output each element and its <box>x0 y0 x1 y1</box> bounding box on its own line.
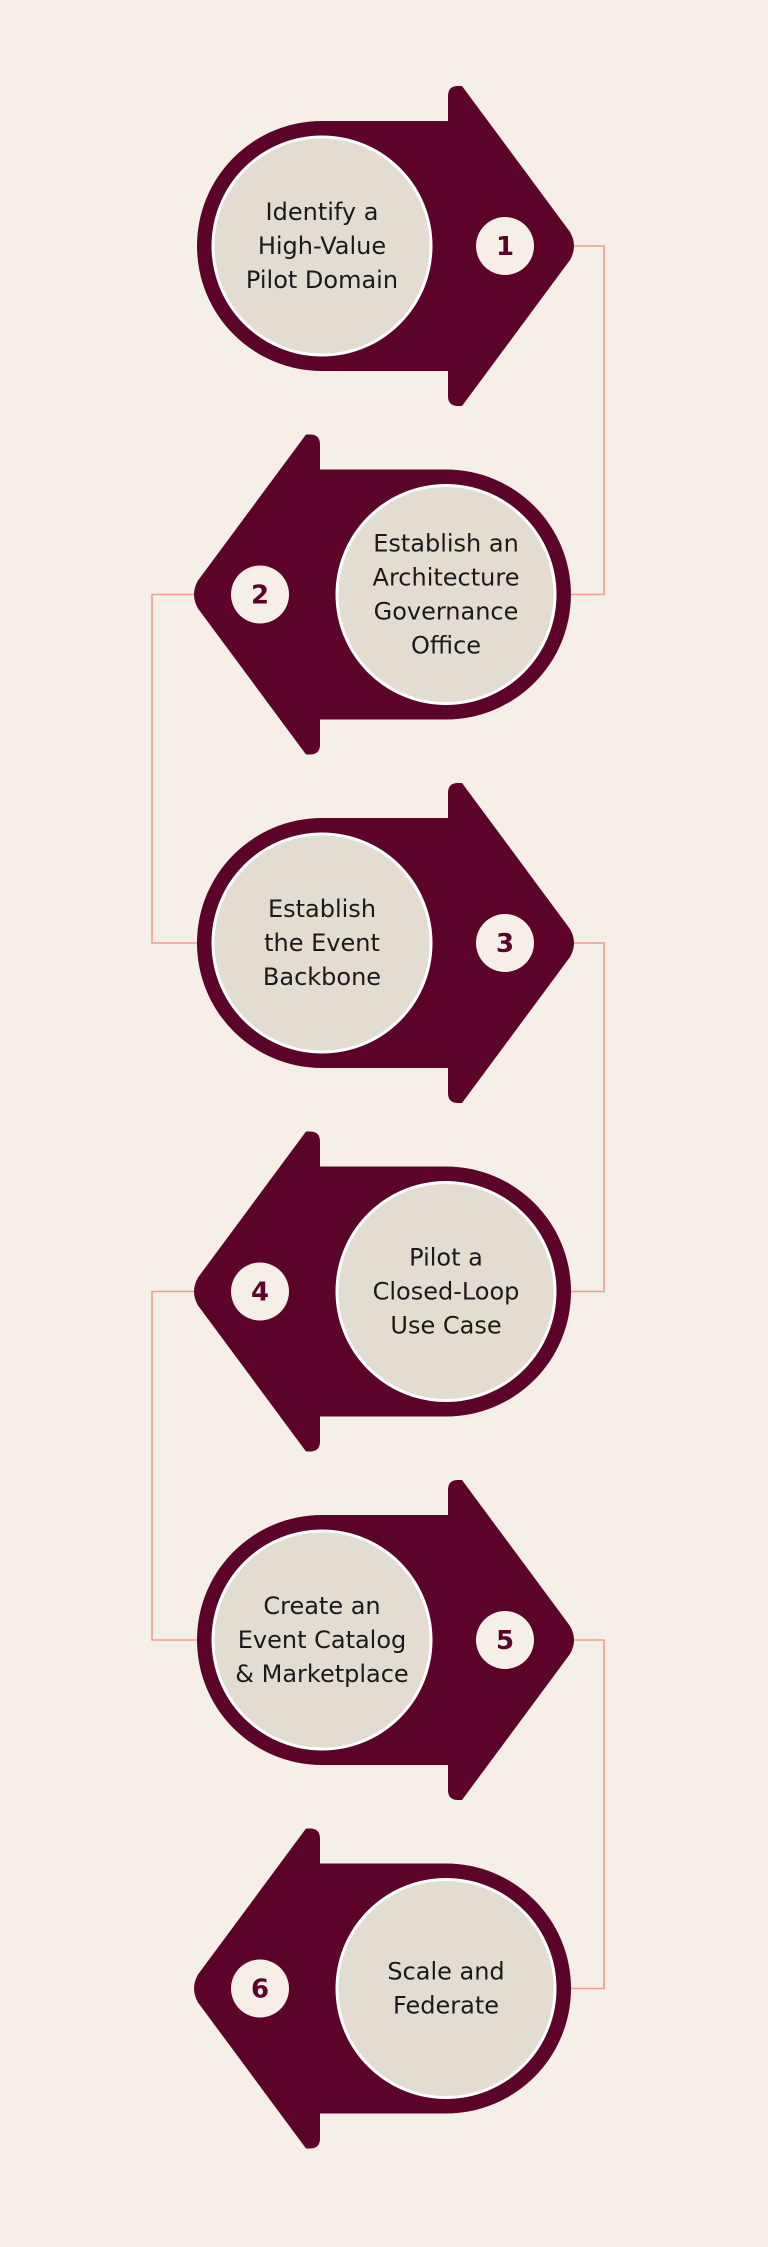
step-title-line: Create an <box>263 1592 380 1620</box>
step-title-line: High-Value <box>258 232 386 260</box>
connector-line <box>571 942 605 1293</box>
step-number: 5 <box>496 1626 514 1656</box>
step-title-line: Establish <box>268 895 376 923</box>
step-number-badge <box>231 1959 289 2018</box>
step-title-line: Scale and <box>387 1958 504 1986</box>
step-number-badge <box>231 565 289 624</box>
step-circle <box>335 1181 557 1402</box>
step-title-line: Closed-Loop <box>373 1278 520 1306</box>
step-title-line: Pilot Domain <box>246 266 398 294</box>
step-number-badge <box>476 1611 534 1669</box>
step-title: Create an Event Catalog & Marketplace <box>235 1592 408 1688</box>
step-circle <box>211 1529 433 1751</box>
connector-line <box>151 593 197 944</box>
step-circle <box>335 484 557 705</box>
step-title-line: Pilot a <box>409 1244 483 1272</box>
step-title-line: the Event <box>264 929 380 957</box>
connector-line <box>571 1639 605 1990</box>
step-5: 5 Create an Event Catalog & Marketplace <box>197 1480 574 1800</box>
step-title-line: & Marketplace <box>235 1660 408 1688</box>
step-number-badge <box>231 1262 289 1321</box>
step-title-line: Event Catalog <box>238 1626 407 1654</box>
step-title-line: Establish an <box>373 530 519 558</box>
connector-line <box>571 245 605 596</box>
step-number: 1 <box>496 232 514 262</box>
step-number: 2 <box>251 581 269 611</box>
step-title-line: Office <box>411 632 481 660</box>
step-number-badge <box>476 914 534 972</box>
step-title-line: Governance <box>374 598 519 626</box>
step-number: 6 <box>251 1975 269 2005</box>
step-circle <box>335 1878 557 2099</box>
step-title-line: Backbone <box>263 963 381 991</box>
step-circle <box>211 832 433 1054</box>
step-title-line: Identify a <box>266 198 379 226</box>
step-number: 4 <box>251 1278 269 1308</box>
connector-line <box>151 1290 197 1641</box>
step-number: 3 <box>496 929 514 959</box>
step-circle <box>211 135 433 357</box>
step-number-badge <box>476 217 534 275</box>
step-title-line: Architecture <box>373 564 520 592</box>
connector-lines <box>151 245 605 1990</box>
step-title-line: Federate <box>393 1992 499 2020</box>
step-title-line: Use Case <box>390 1312 501 1340</box>
